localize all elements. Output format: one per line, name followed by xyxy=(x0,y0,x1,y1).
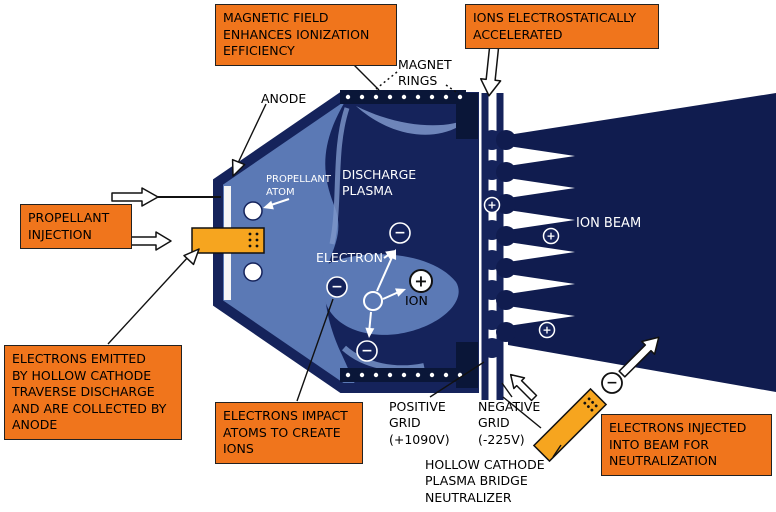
electrons-emitted-arrowhead xyxy=(183,248,200,266)
label-discharge-plasma: DISCHARGE PLASMA xyxy=(342,167,417,199)
ionization-arrows xyxy=(263,198,406,338)
label-propellant-atom: PROPELLANT ATOM xyxy=(266,174,331,198)
cathode-dots xyxy=(248,232,259,248)
grid-pointer-arrow xyxy=(509,373,538,402)
positive-grid-bar xyxy=(481,93,489,400)
minus-sign: − xyxy=(394,225,406,241)
leader-lines xyxy=(107,59,562,458)
callout-electrons-emitted: ELECTRONS EMITTED BY HOLLOW CATHODE TRAV… xyxy=(4,345,182,440)
label-ion: ION xyxy=(405,293,428,308)
accelerator-grids xyxy=(481,93,504,400)
label-negative-grid: NEGATIVE GRID (-225V) xyxy=(478,399,541,447)
flow-arrows xyxy=(111,46,660,402)
neutral-atom-symbol xyxy=(363,291,383,311)
ion-symbol xyxy=(409,269,433,293)
electron-symbol xyxy=(389,222,411,244)
ion-symbol xyxy=(483,196,501,214)
neutralizer-electron-symbol xyxy=(601,372,623,394)
anode-arrowhead xyxy=(231,158,246,177)
propellant-atom-symbol xyxy=(243,262,263,282)
callout-electrons-injected: ELECTRONS INJECTED INTO BEAM FOR NEUTRAL… xyxy=(601,414,772,476)
minus-sign: − xyxy=(331,279,343,295)
leader-neutralizer-label xyxy=(552,444,562,458)
ion-beam xyxy=(496,93,776,392)
label-anode: ANODE xyxy=(261,91,307,106)
plus-sign: + xyxy=(487,199,496,212)
acceleration-arrow xyxy=(479,46,502,97)
propellant-arrow-top xyxy=(111,187,159,207)
callout-ions-accelerated: IONS ELECTROSTATICALLY ACCELERATED xyxy=(465,4,659,49)
plus-sign: + xyxy=(414,272,427,291)
electron-symbol xyxy=(326,276,348,298)
callout-electrons-impact: ELECTRONS IMPACT ATOMS TO CREATE IONS xyxy=(215,402,363,464)
leader-anode xyxy=(237,103,267,164)
neutralizer-cathode xyxy=(532,387,608,463)
beamlet-gaps xyxy=(508,146,575,326)
neutralizer-assembly: − xyxy=(532,372,623,463)
plasma-streak-left xyxy=(329,107,350,245)
negative-grid-bar xyxy=(496,93,504,400)
ion-symbol xyxy=(538,321,556,339)
callout-magnetic-field: MAGNETIC FIELD ENHANCES IONIZATION EFFIC… xyxy=(215,4,397,66)
plasma-streak-bottom xyxy=(341,345,425,372)
hollow-cathode xyxy=(191,227,265,254)
label-electron: ELECTRON xyxy=(316,250,383,265)
propellant-feed xyxy=(158,196,265,282)
label-positive-grid: POSITIVE GRID (+1090V) xyxy=(389,399,450,447)
leader-grid-to-neutralizer xyxy=(502,396,542,429)
leader-magnet-rings-left xyxy=(375,71,398,90)
magnet-ring-top-corner xyxy=(456,93,478,139)
magnet-ring-dots xyxy=(345,94,463,378)
callout-propellant-injection: PROPELLANT INJECTION xyxy=(20,204,132,249)
beamlet-heads xyxy=(496,130,516,342)
magnet-ring-bottom-corner xyxy=(456,342,478,388)
propellant-arrow-bottom xyxy=(129,231,172,251)
neutralizer-dots xyxy=(583,397,598,412)
label-ion-beam: ION BEAM xyxy=(576,216,642,231)
label-magnet-rings: MAGNET RINGS xyxy=(398,57,452,89)
plus-sign: + xyxy=(542,324,551,337)
minus-sign: − xyxy=(606,375,618,391)
grid-aperture-plasma xyxy=(482,130,502,358)
leader-positive-grid xyxy=(429,361,485,398)
neutralization-arrow xyxy=(618,336,660,378)
leader-negative-grid xyxy=(501,382,513,398)
ion-beam-shape xyxy=(508,93,776,392)
leader-electrons-emitted xyxy=(107,255,190,345)
plasma-streak-top xyxy=(356,106,470,135)
label-neutralizer: HOLLOW CATHODE PLASMA BRIDGE NEUTRALIZER xyxy=(425,457,545,505)
electron-symbol xyxy=(356,340,378,362)
ion-symbol xyxy=(542,227,560,245)
magnet-rings xyxy=(340,90,478,388)
minus-sign: − xyxy=(361,343,373,359)
plus-sign: + xyxy=(546,230,555,243)
particle-symbols: − − − + + + + xyxy=(326,196,560,362)
leader-electrons-impact xyxy=(296,298,334,402)
propellant-atom-symbol xyxy=(243,201,263,221)
